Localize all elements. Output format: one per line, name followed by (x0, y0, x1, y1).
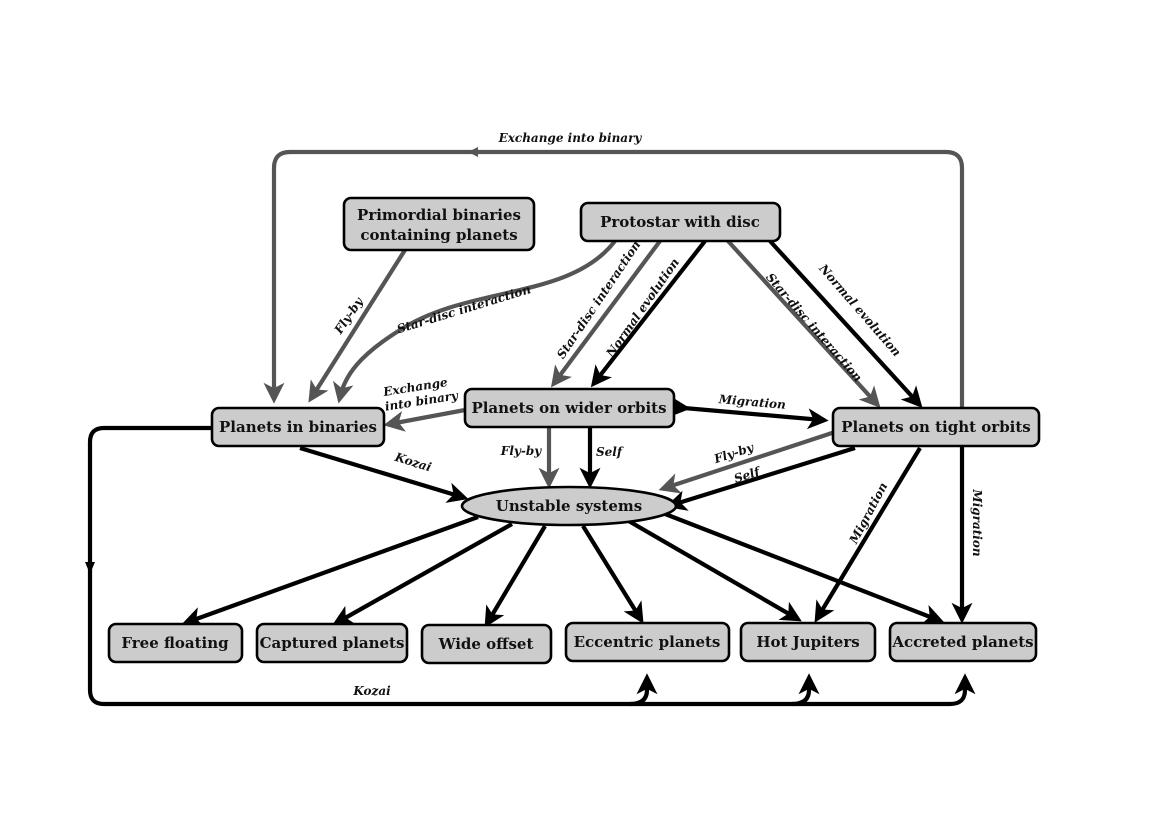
edge-stardisc-protostar-wider (550, 239, 662, 388)
node-label: Planets in binaries (219, 418, 377, 436)
node-label: Accreted planets (891, 633, 1033, 651)
node-label: Hot Jupiters (756, 633, 859, 651)
edge-exchange-wider-binaries (383, 407, 466, 432)
node-label: Wide offset (438, 635, 534, 653)
node-free-floating: Free floating (107, 622, 244, 664)
node-eccentric-planets: Eccentric planets (564, 621, 731, 663)
edge-unstable-hot-jupiters (625, 518, 802, 622)
edge-stardisc-protostar-binaries (332, 239, 617, 404)
edge-kozai-branch-hot (791, 673, 820, 707)
edge-stardisc-protostar-tight (726, 239, 881, 408)
edge-label-self: Self (596, 445, 624, 459)
node-label: Protostar with disc (600, 213, 760, 231)
edge-exchange-into-binary-top (263, 149, 965, 408)
node-captured-planets: Captured planets (255, 622, 409, 664)
edge-unstable-wide-offset (484, 524, 547, 628)
edge-label-flyby: Fly-by (500, 444, 542, 458)
edge-normal-protostar-wider (590, 239, 707, 388)
edge-unstable-eccentric (581, 524, 644, 624)
node-primordial-binaries: Primordial binaries containing planets (342, 196, 536, 252)
node-label: containing planets (360, 226, 517, 244)
edge-self-tight-unstable (665, 445, 856, 511)
edge-label-flyby: Fly-by (711, 440, 756, 466)
edge-migration-wider-tight (668, 396, 829, 430)
node-label: Eccentric planets (574, 633, 721, 651)
edge-unstable-captured (332, 522, 514, 626)
node-label: Free floating (121, 634, 229, 652)
node-label: Unstable systems (496, 497, 642, 515)
edge-normal-protostar-tight (768, 239, 923, 408)
node-protostar-with-disc: Protostar with disc (579, 201, 782, 243)
edge-label-migration: Migration (717, 392, 786, 412)
node-label: Planets on wider orbits (471, 399, 666, 417)
edge-label-exchange-into-binary: Exchange into binary (498, 131, 643, 145)
edge-label-kozai: Kozai (352, 684, 391, 698)
node-accreted-planets: Accreted planets (888, 621, 1038, 663)
edge-kozai-bottom-loop (87, 425, 976, 707)
node-planets-in-binaries: Planets in binaries (210, 406, 386, 448)
edge-label-kozai: Kozai (392, 450, 433, 475)
edge-direction-mark (85, 562, 95, 574)
node-hot-jupiters: Hot Jupiters (739, 621, 877, 663)
edge-unstable-accreted (659, 510, 945, 625)
node-wide-offset: Wide offset (420, 623, 553, 665)
edge-label-star-disc-interaction: Star-disc interaction (395, 282, 532, 336)
node-label: Captured planets (260, 634, 405, 652)
edge-flyby-tight-unstable (658, 430, 836, 494)
edge-label-migration: Migration (970, 488, 984, 556)
edge-migration-tight-hot (814, 446, 922, 623)
node-label: Primordial binaries (357, 206, 521, 224)
node-unstable-systems: Unstable systems (460, 485, 678, 527)
edge-flyby-primordial-binaries (308, 248, 407, 403)
edge-unstable-free-floating (181, 515, 479, 628)
edge-kozai-binaries-unstable (299, 445, 469, 503)
edge-kozai-branch-eccentric (629, 673, 658, 707)
node-planets-on-tight-orbits: Planets on tight orbits (831, 406, 1041, 448)
edge-direction-mark (468, 147, 478, 157)
node-planets-on-wider-orbits: Planets on wider orbits (463, 387, 676, 429)
node-label: Planets on tight orbits (841, 418, 1031, 436)
